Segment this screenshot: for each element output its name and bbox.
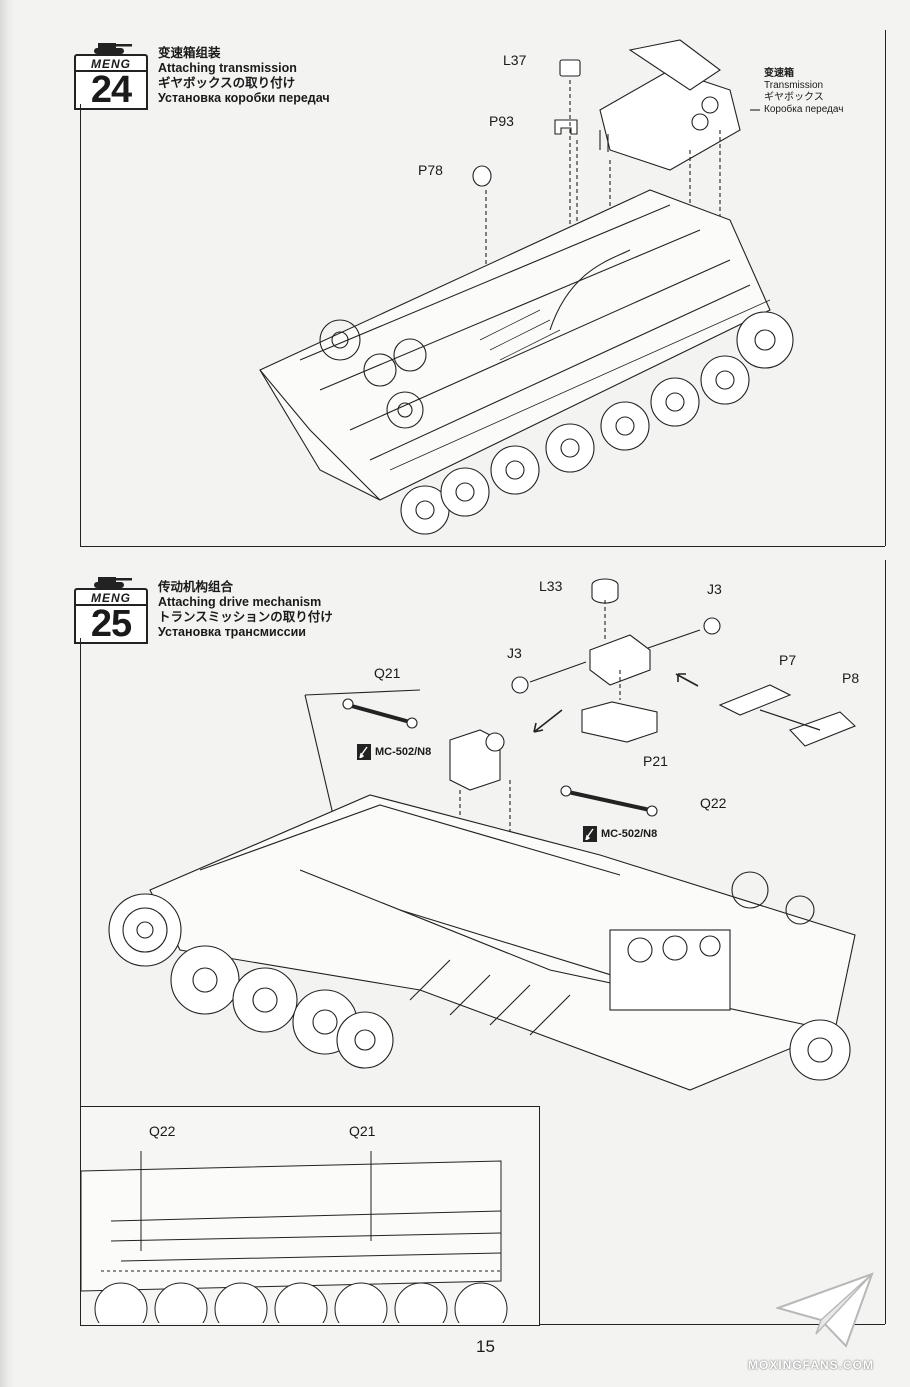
transmission-en: Transmission	[764, 80, 824, 91]
step-24-hull-drawing	[259, 39, 794, 535]
transmission-label: 变速箱 Transmission ギヤボックス Коробка передач	[764, 68, 843, 116]
step-25-badge: MENG 25	[74, 570, 148, 644]
step-25-frame-left	[80, 638, 81, 1324]
watermark: MOXINGFANS.COM	[748, 1358, 875, 1372]
title-ja: ギヤボックスの取り付け	[158, 76, 296, 90]
paint-brush-icon	[583, 826, 597, 842]
page-number: 15	[476, 1337, 495, 1356]
inset-label-q21: Q21	[349, 1123, 376, 1139]
step-24-frame-bottom	[80, 546, 885, 547]
part-label-p8: P8	[842, 670, 860, 686]
part-label-q22: Q22	[700, 795, 727, 811]
paint-brush-icon	[357, 744, 371, 760]
step-24-badge: MENG 24	[74, 36, 148, 110]
title-ru: Установка трансмиссии	[158, 625, 306, 639]
step-number: 25	[74, 604, 148, 644]
brand-logo: MENG	[74, 54, 148, 72]
step-number: 24	[74, 70, 148, 110]
title-ru: Установка коробки передач	[158, 91, 330, 105]
part-label-q21: Q21	[374, 665, 401, 681]
step-24-title: 变速箱组装 Attaching transmission ギヤボックスの取り付け…	[158, 46, 330, 106]
paint-code: MC-502/N8	[601, 828, 658, 840]
step-24-frame-left	[80, 104, 81, 546]
transmission-ja: ギヤボックス	[764, 92, 824, 103]
tank-icon	[94, 577, 132, 588]
step-25-title: 传动机构组合 Attaching drive mechanism トランスミッシ…	[158, 580, 333, 640]
part-label-p78: P78	[418, 162, 443, 178]
title-en: Attaching drive mechanism	[158, 595, 322, 609]
part-label-l37: L37	[503, 52, 527, 68]
title-en: Attaching transmission	[158, 61, 297, 75]
paint-code: MC-502/N8	[375, 746, 432, 758]
tank-icon	[94, 43, 132, 54]
part-label-p21: P21	[643, 753, 668, 769]
step-25-frame-right	[885, 560, 886, 1324]
part-label-j3-left: J3	[507, 645, 522, 661]
inset-side-view-drawing	[81, 1151, 508, 1323]
page-binding-edge	[0, 0, 14, 1387]
step-25-hull-drawing	[108, 578, 857, 1091]
paint-callout-q21: MC-502/N8	[357, 744, 431, 760]
step-24-frame-right	[885, 30, 886, 546]
brand-logo: MENG	[74, 588, 148, 606]
transmission-zh: 变速箱	[764, 68, 794, 79]
title-ja: トランスミッションの取り付け	[158, 610, 333, 624]
title-zh: 传动机构组合	[158, 580, 234, 594]
detail-inset: Q22 Q21	[80, 1106, 540, 1326]
part-label-p7: P7	[779, 652, 797, 668]
paper-plane-icon	[776, 1272, 874, 1348]
transmission-ru: Коробка передач	[764, 104, 844, 115]
part-label-l33: L33	[539, 578, 563, 594]
title-zh: 变速箱组装	[158, 46, 221, 60]
inset-label-q22: Q22	[149, 1123, 176, 1139]
part-label-j3-right: J3	[707, 581, 722, 597]
part-label-p93: P93	[489, 113, 514, 129]
paint-callout-q22: MC-502/N8	[583, 826, 657, 842]
